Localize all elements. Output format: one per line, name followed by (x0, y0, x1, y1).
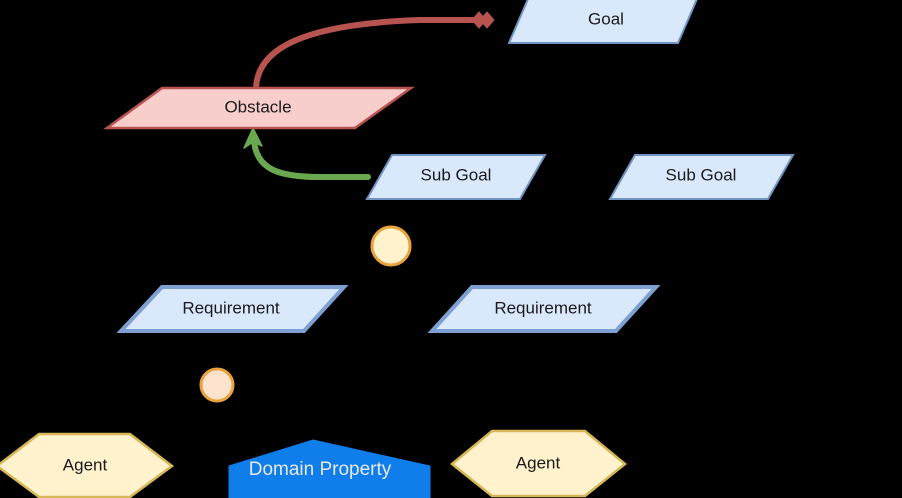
node-requirement-2[interactable]: Requirement (427, 285, 661, 333)
refinement-1-shape (370, 225, 412, 267)
agent-1-shape (0, 432, 175, 498)
edge-obstruction-link[interactable] (253, 11, 495, 93)
node-agent-1[interactable]: Agent (0, 432, 175, 498)
obstruction-link-path (253, 17, 481, 93)
refinement-2-shape (199, 367, 235, 403)
node-subgoal-1[interactable]: Sub Goal (365, 154, 547, 200)
resolution-link-arrowhead (243, 127, 263, 149)
requirement-1-shape (116, 285, 349, 333)
node-refinement-1[interactable] (370, 225, 412, 267)
node-obstacle-1[interactable]: Obstacle (103, 86, 415, 130)
subgoal-2-shape (608, 154, 795, 200)
goal-1-shape (507, 0, 698, 44)
node-agent-2[interactable]: Agent (450, 429, 627, 498)
node-goal-1[interactable]: Goal (507, 0, 700, 44)
obstruction-marker-diamond-right (479, 11, 495, 29)
resolution-link-path (251, 137, 371, 180)
subgoal-1-shape (365, 154, 547, 200)
agent-2-shape (450, 429, 627, 498)
requirement-2-shape (427, 285, 661, 333)
edge-resolution-link[interactable] (243, 127, 371, 180)
obstacle-1-shape (103, 86, 415, 130)
domain-property-1-shape (228, 439, 431, 498)
node-subgoal-2[interactable]: Sub Goal (608, 154, 795, 200)
obstruction-marker-diamond-left (471, 11, 487, 29)
node-refinement-2[interactable] (199, 367, 235, 403)
node-domain-property-1[interactable]: Domain Property (228, 439, 431, 498)
node-requirement-1[interactable]: Requirement (116, 285, 349, 333)
